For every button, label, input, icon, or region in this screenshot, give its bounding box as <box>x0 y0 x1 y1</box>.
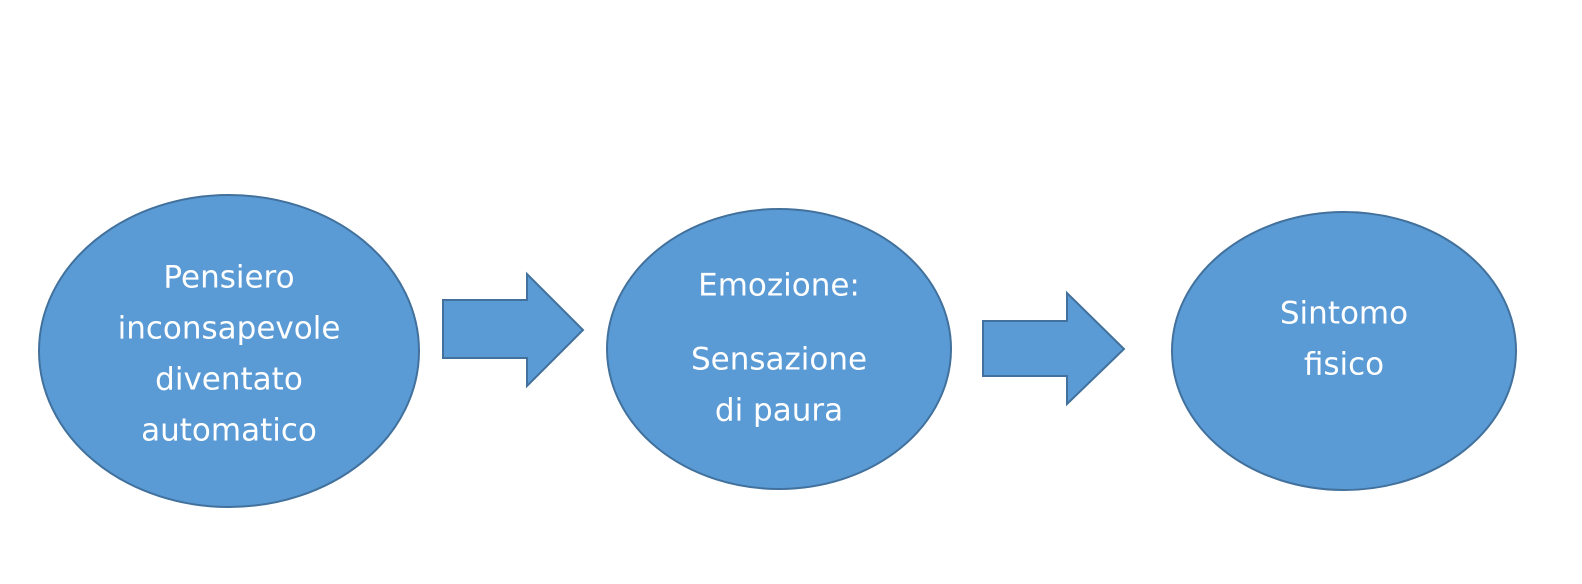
node-pensiero-ellipse <box>38 194 420 508</box>
node-emozione-line-2: Sensazione <box>691 342 867 378</box>
arrow-2 <box>982 290 1126 407</box>
node-sintomo: Sintomo fisico <box>1171 211 1517 491</box>
node-emozione-ellipse <box>606 208 952 490</box>
node-pensiero-line-3: diventato <box>155 362 303 398</box>
node-sintomo-line-1: Sintomo <box>1280 296 1408 332</box>
node-emozione-line-3: di paura <box>715 393 843 429</box>
arrow-1 <box>442 271 585 389</box>
node-emozione: Emozione: Sensazione di paura <box>606 208 952 490</box>
node-emozione-line-1: Emozione: <box>698 268 860 304</box>
node-pensiero-line-4: automatico <box>141 413 317 449</box>
node-pensiero-line-1: Pensiero <box>163 260 294 296</box>
node-pensiero: Pensiero inconsapevole diventato automat… <box>38 194 420 508</box>
node-sintomo-ellipse <box>1171 211 1517 491</box>
node-pensiero-line-2: inconsapevole <box>118 311 341 347</box>
node-sintomo-line-2: fisico <box>1304 347 1384 383</box>
